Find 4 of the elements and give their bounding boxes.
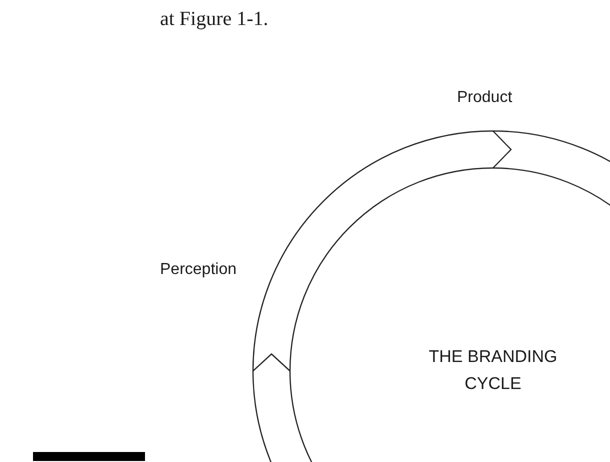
stage-label: Product — [457, 89, 512, 107]
body-text: at Figure 1-1. — [160, 8, 268, 31]
cycle-title: THE BRANDING CYCLE — [428, 346, 558, 395]
stage-label: Perception — [160, 261, 236, 279]
